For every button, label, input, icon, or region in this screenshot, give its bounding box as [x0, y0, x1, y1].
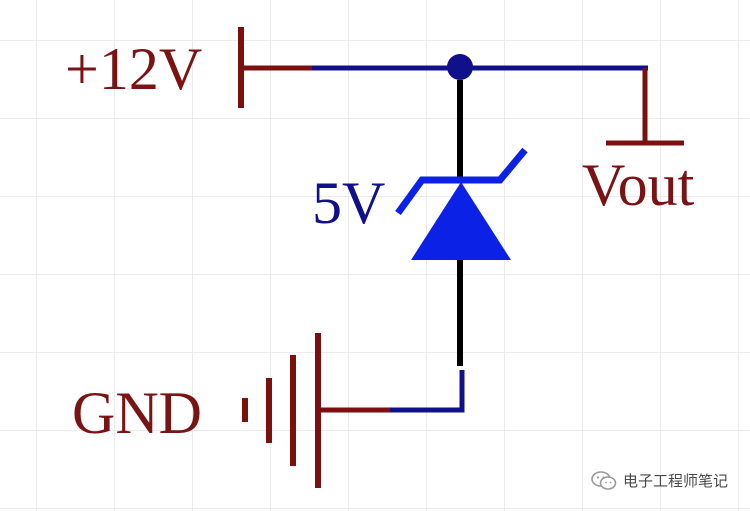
wire-bottom	[390, 370, 465, 413]
zener-diode	[395, 147, 528, 260]
label-ground: GND	[72, 380, 202, 446]
wechat-icon	[591, 470, 617, 491]
output-port-vout	[606, 68, 684, 146]
ground-port-gnd	[242, 333, 390, 488]
watermark: 电子工程师笔记	[591, 470, 728, 491]
label-supply-voltage: +12V	[65, 36, 202, 102]
label-zener-voltage: 5V	[312, 170, 385, 236]
watermark-text: 电子工程师笔记	[622, 472, 728, 490]
junction-dot	[447, 54, 473, 80]
zener-cathode-bar	[395, 147, 528, 216]
label-output: Vout	[582, 152, 695, 218]
power-port-12v	[238, 27, 312, 108]
zener-triangle	[411, 182, 511, 260]
